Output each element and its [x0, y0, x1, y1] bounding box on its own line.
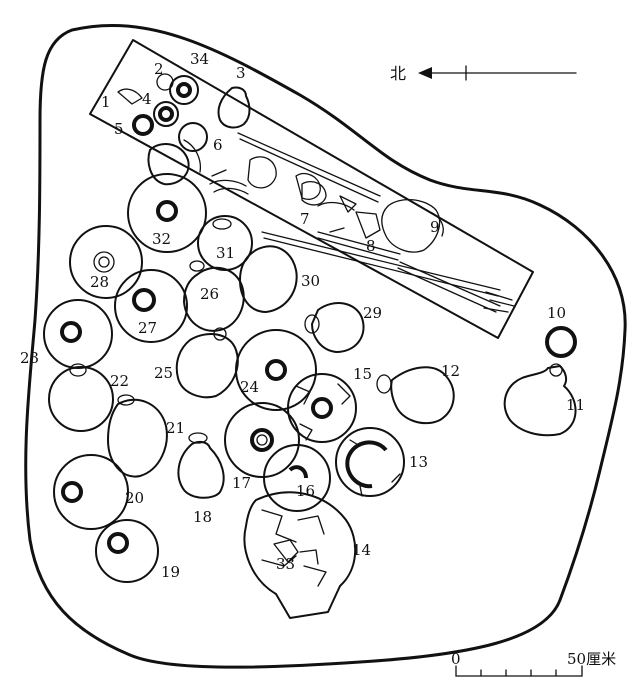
arm-bone [317, 231, 401, 261]
label-20: 20 [125, 489, 144, 507]
object-17-ring [224, 402, 300, 478]
label-7: 7 [300, 210, 310, 228]
label-5: 5 [114, 120, 124, 138]
burial-pit-outline [24, 23, 627, 669]
label-21: 21 [166, 419, 185, 437]
scale-end-label: 50厘米 [567, 650, 616, 668]
label-33: 33 [276, 555, 295, 573]
label-9: 9 [430, 218, 440, 236]
label-25: 25 [154, 364, 173, 382]
label-8: 8 [366, 237, 376, 255]
object-33-fragments [273, 539, 319, 565]
object-8-fragments [355, 211, 381, 239]
label-19: 19 [161, 563, 180, 581]
label-27: 27 [138, 319, 157, 337]
coffin-outline [89, 39, 534, 339]
label-2: 2 [154, 60, 164, 78]
label-13: 13 [409, 453, 428, 471]
leg-bone-2 [397, 261, 501, 313]
label-15: 15 [353, 365, 372, 383]
object-25-jar [175, 327, 239, 399]
label-12: 12 [441, 362, 460, 380]
object-10-ring [545, 326, 577, 358]
north-label: 北 [390, 64, 406, 83]
object-7-fragments [301, 181, 357, 213]
object-13-broken-vessel [335, 427, 405, 497]
object-18-jar [177, 432, 225, 499]
object-19-ring [95, 519, 159, 583]
label-14: 14 [352, 541, 371, 559]
object-27-ring [114, 269, 188, 343]
object-24-ring [235, 329, 317, 411]
object-21-jar [107, 394, 168, 478]
north-arrowhead-icon [418, 67, 432, 79]
label-6: 6 [213, 136, 223, 154]
object-34-ring [169, 75, 199, 105]
object-9-fragments [429, 211, 444, 237]
pelvis [247, 156, 277, 189]
label-30: 30 [301, 272, 320, 290]
label-24: 24 [240, 378, 259, 396]
object-15-broken-jar [287, 373, 357, 443]
label-3: 3 [236, 64, 246, 82]
object-4-ring [153, 101, 179, 127]
object-30-jar [239, 245, 298, 313]
object-12-jar [376, 366, 455, 425]
object-14-large-vessel [243, 491, 357, 619]
scale-start-label: 0 [451, 650, 461, 668]
upper-bone-left-1 [237, 132, 381, 203]
label-10: 10 [547, 304, 566, 322]
rib-fragments [209, 179, 355, 211]
label-4: 4 [142, 90, 152, 108]
object-29-jar [304, 302, 365, 353]
north-arrow: 北 [390, 64, 577, 83]
object-1-shape [117, 88, 143, 105]
small-bone-fragments [183, 139, 345, 233]
label-17: 17 [232, 474, 251, 492]
label-31: 31 [216, 244, 235, 262]
label-11: 11 [566, 396, 585, 414]
object-6-vessel [147, 122, 208, 186]
object-16-ring [263, 444, 331, 512]
label-34: 34 [190, 50, 209, 68]
object-20-ring [53, 454, 129, 530]
skull [381, 199, 441, 253]
label-22: 22 [110, 372, 129, 390]
foot-bones [483, 291, 515, 313]
object-3-jar [217, 86, 251, 129]
upper-bone-left-2 [295, 172, 321, 200]
leg-bone-1 [261, 231, 501, 297]
object-23-ring [43, 299, 113, 369]
label-26: 26 [200, 285, 219, 303]
label-1: 1 [101, 93, 111, 111]
object-22-jar [48, 363, 114, 432]
object-11-jar [503, 363, 577, 437]
label-16: 16 [296, 482, 315, 500]
label-23: 23 [20, 349, 39, 367]
label-28: 28 [90, 273, 109, 291]
label-29: 29 [363, 304, 382, 322]
object-28-ring [69, 225, 143, 299]
object-31-ring [197, 215, 253, 271]
object-5-ring [132, 114, 154, 136]
object-32-ring [127, 173, 207, 253]
label-32: 32 [152, 230, 171, 248]
label-18: 18 [193, 508, 212, 526]
skeleton-remains [183, 132, 515, 313]
scale-bar: 0 50厘米 [451, 650, 616, 677]
